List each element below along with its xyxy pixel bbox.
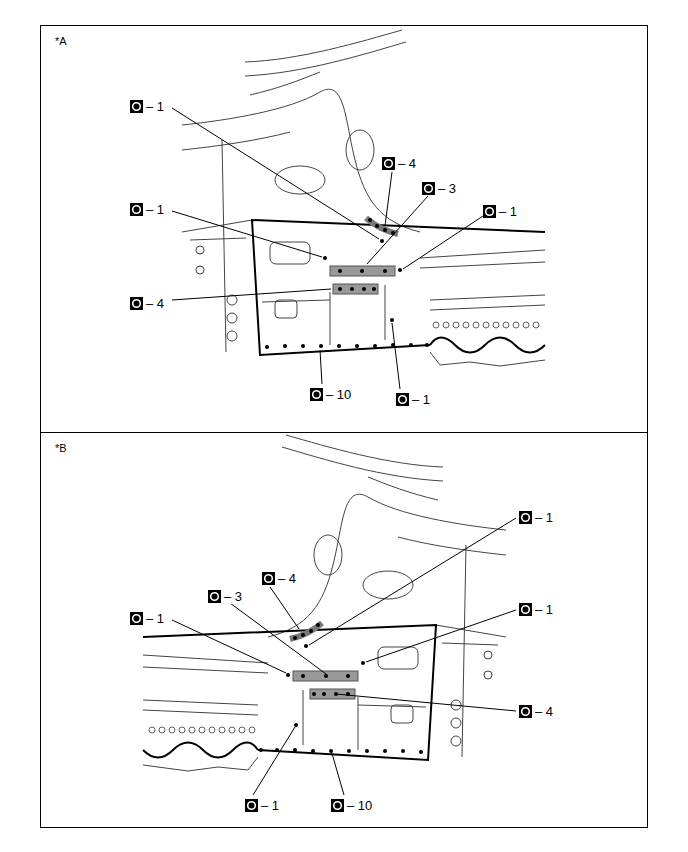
callout-number: – 1	[144, 611, 166, 626]
callout-number: – 4	[144, 296, 166, 311]
callout-number: – 1	[144, 202, 166, 217]
panel-cell: *B	[40, 432, 648, 828]
callout-number: – 10	[345, 798, 374, 813]
leader-lines	[172, 108, 516, 795]
callout-number: – 3	[222, 589, 244, 604]
view-label: *A	[55, 35, 67, 47]
callout-number: – 1	[497, 204, 519, 219]
callout-number: – 10	[324, 387, 353, 402]
callout-number: – 1	[533, 602, 555, 617]
view-label: *B	[55, 442, 67, 454]
callout-number: – 4	[533, 704, 555, 719]
callout-number: – 1	[144, 99, 166, 114]
callout-number: – 4	[396, 156, 418, 171]
callout-number: – 1	[259, 798, 281, 813]
callout-number: – 3	[436, 181, 458, 196]
callout-number: – 4	[276, 571, 298, 586]
callout-number: – 1	[410, 392, 432, 407]
callout-number: – 1	[533, 510, 555, 525]
weld-symbols	[130, 100, 532, 812]
panel-cell: *A	[40, 25, 648, 433]
